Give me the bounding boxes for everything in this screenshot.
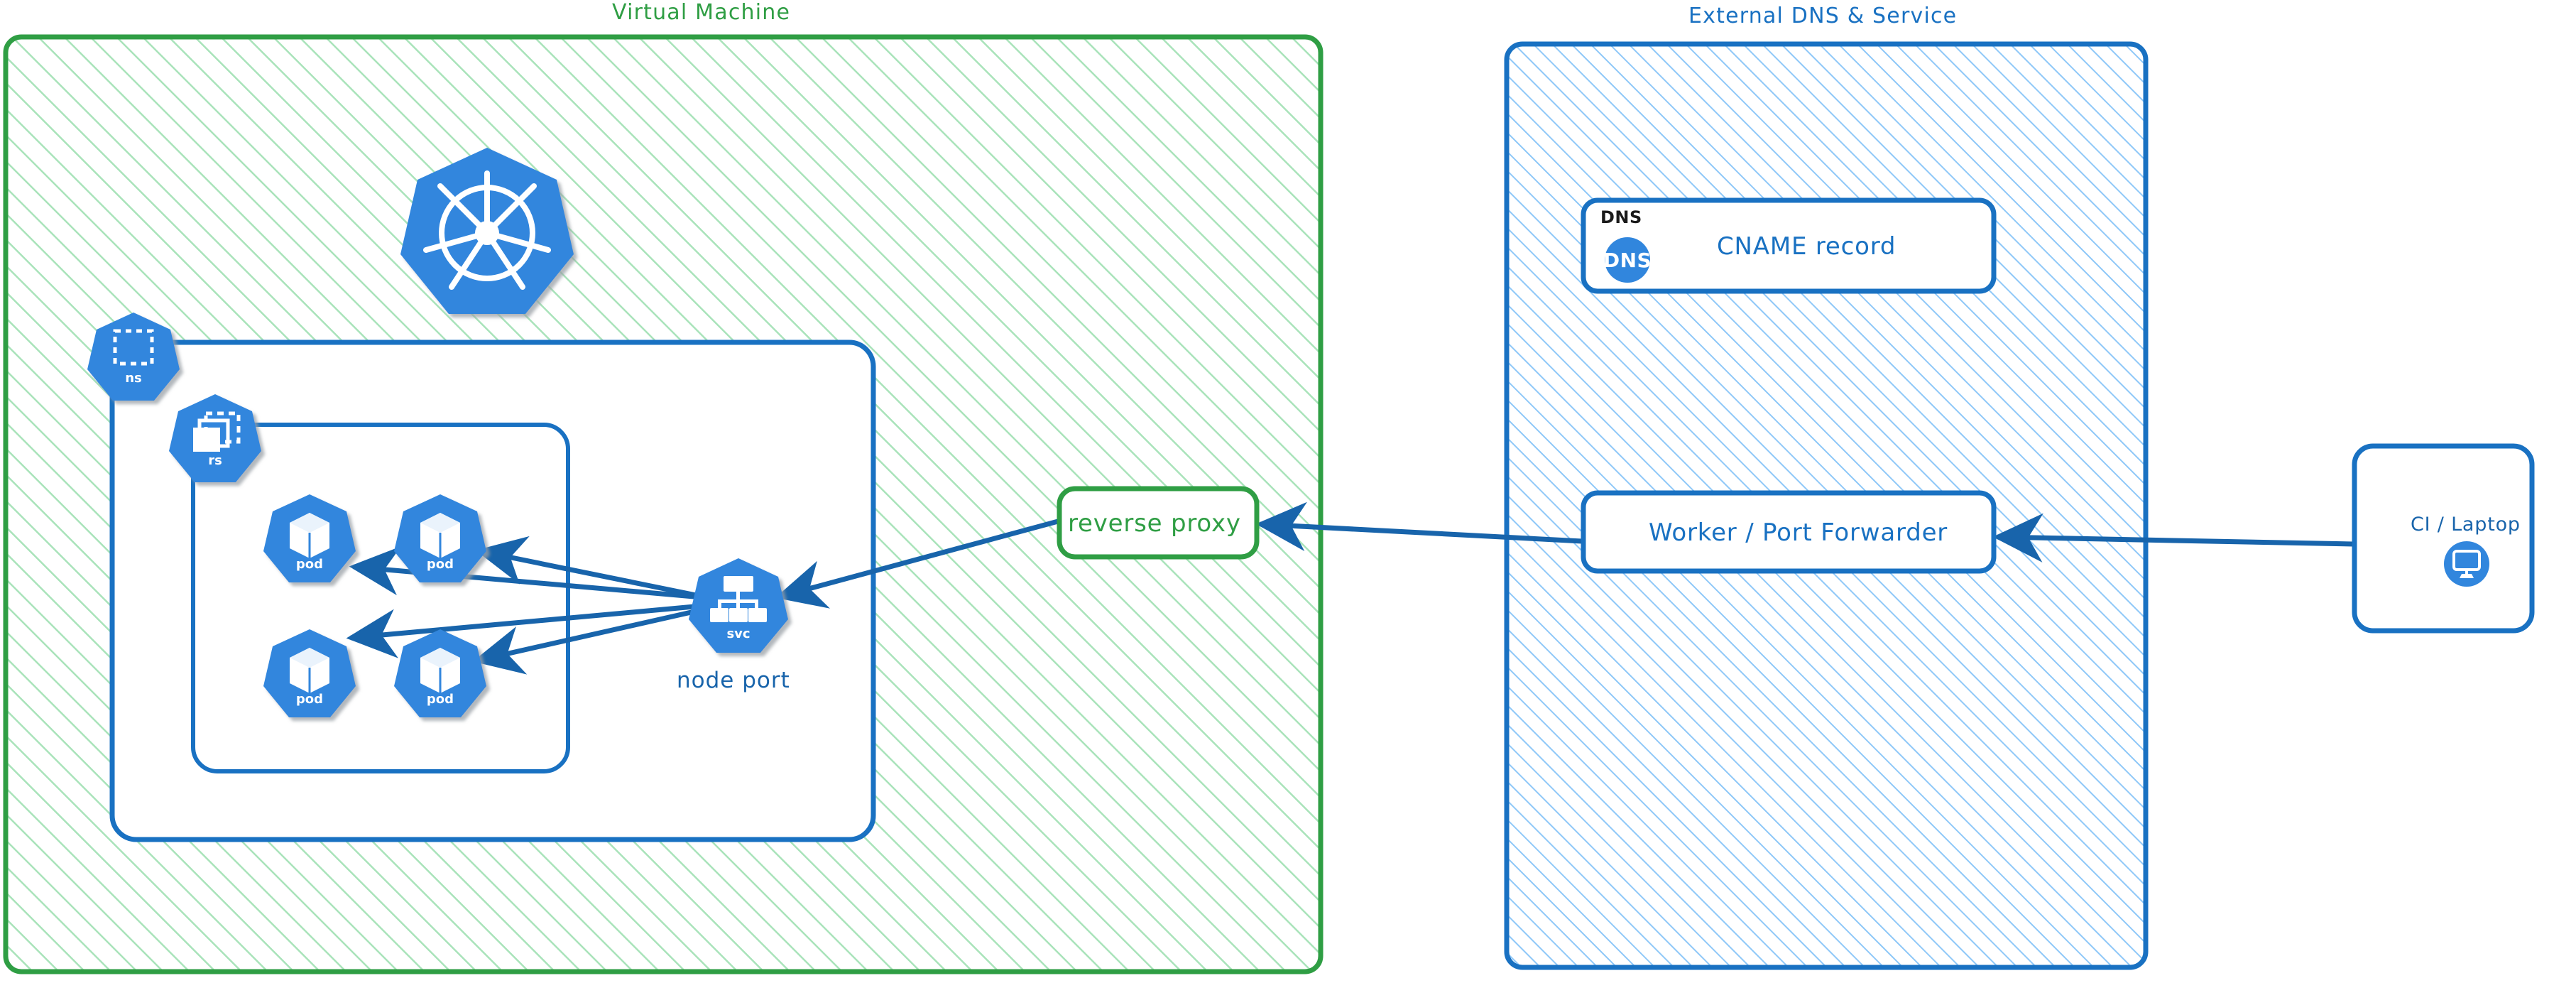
- pod-cube-icon: [420, 513, 460, 558]
- pod-cube-icon: [290, 648, 329, 693]
- pod-badge-3[interactable]: pod: [263, 629, 356, 717]
- desktop-monitor-icon: [2444, 541, 2489, 587]
- pod-badge-1-label: pod: [296, 557, 323, 572]
- service-tree-icon: [710, 576, 767, 622]
- pod-cube-icon: [290, 513, 329, 558]
- dns-badge-circle: [1605, 237, 1650, 283]
- reverse-proxy-to-svc-arrow: [775, 518, 1059, 609]
- svc-to-pod-3-arrow: [346, 602, 711, 658]
- reverse-proxy-box[interactable]: [1057, 486, 1260, 560]
- pod-badge-2[interactable]: pod: [394, 494, 486, 582]
- worker-port-forwarder-box[interactable]: [1581, 490, 1997, 574]
- namespace-dashed-square-icon: [113, 329, 154, 366]
- pod-cube-icon: [420, 648, 460, 693]
- service-badge-label: svc: [726, 626, 750, 641]
- replicaset-stacked-squares-icon: [193, 411, 241, 452]
- svc-to-pod-4-arrow: [472, 605, 711, 675]
- dns-record-box[interactable]: [1581, 197, 1997, 294]
- replicaset-box: [191, 423, 570, 773]
- kubernetes-wheel-icon: [400, 148, 574, 314]
- namespace-badge[interactable]: ns: [87, 313, 180, 401]
- replicaset-badge[interactable]: rs: [169, 394, 261, 482]
- dns-badge-text: DNS: [1603, 249, 1652, 272]
- service-badge[interactable]: svc: [689, 558, 788, 653]
- worker-to-reverse-proxy-arrow: [1255, 501, 1583, 551]
- pod-badge-1[interactable]: pod: [263, 494, 356, 582]
- pod-badge-2-label: pod: [427, 557, 454, 572]
- replicaset-badge-label: rs: [208, 453, 222, 468]
- pod-badge-3-label: pod: [296, 692, 323, 707]
- namespace-badge-label: ns: [125, 371, 142, 386]
- pod-badge-4-label: pod: [427, 692, 454, 707]
- dns-badge: DNS: [1603, 237, 1652, 283]
- svc-to-pod-2-arrow: [475, 536, 711, 601]
- pod-badge-4[interactable]: pod: [394, 629, 486, 717]
- ci-laptop-box[interactable]: [2352, 443, 2535, 634]
- ci-laptop-to-worker-arrow: [1992, 513, 2354, 563]
